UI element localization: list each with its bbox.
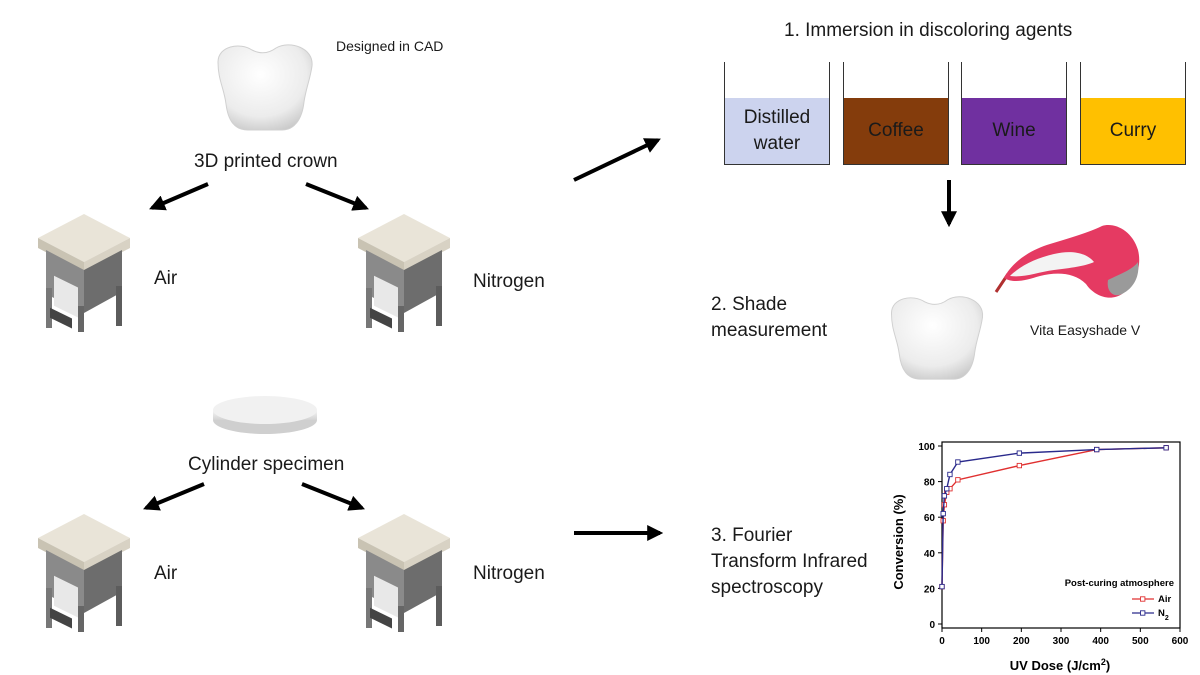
- conversion-chart: 0 100 200 300 400 500 600 0 20 40 60 80 100 Conversi…: [891, 441, 1189, 673]
- beaker-wine: Wine: [961, 62, 1067, 165]
- legend-label: N2: [1158, 608, 1169, 622]
- arrow-to-immersion: [573, 138, 661, 182]
- series-line-air: [941, 447, 1167, 587]
- chart-series: [939, 445, 1169, 590]
- crown-measured-icon: [890, 296, 984, 380]
- beaker-label: Curry: [1109, 120, 1157, 141]
- curing-unit-icon: [38, 214, 130, 332]
- y-tick-label: 20: [924, 584, 936, 595]
- data-point: [955, 459, 961, 465]
- x-tick-label: 200: [1013, 636, 1030, 647]
- arrow-cylinder-to-nitrogen: [301, 482, 365, 511]
- y-tick-label: 0: [929, 620, 935, 631]
- beaker-coffee: Coffee: [843, 62, 949, 165]
- cylinder-specimen-icon: [213, 396, 317, 434]
- curing-unit-icon: [358, 514, 450, 632]
- data-point: [947, 471, 953, 478]
- legend-marker: [1140, 610, 1146, 616]
- chart-ylabel: Conversion (%): [891, 494, 906, 589]
- device-label: Vita Easyshade V: [1030, 322, 1141, 338]
- beaker-label: Coffee: [868, 120, 924, 141]
- data-point: [1016, 450, 1022, 456]
- data-point: [939, 583, 945, 590]
- arrow-crown-to-air: [149, 182, 209, 211]
- beaker-liquid: Coffee: [844, 98, 948, 164]
- data-point: [944, 486, 950, 492]
- data-point: [941, 493, 948, 499]
- beaker-liquid: Distilled water: [725, 98, 829, 164]
- y-tick-label: 40: [924, 549, 936, 560]
- y-tick-label: 80: [924, 478, 936, 489]
- curing-unit-icon: [38, 514, 130, 632]
- beaker-label: Distilled water: [743, 107, 811, 154]
- x-tick-label: 400: [1092, 636, 1109, 647]
- x-tick-label: 500: [1132, 636, 1149, 647]
- y-tick-label: 60: [924, 513, 936, 524]
- top-nitrogen-label: Nitrogen: [473, 271, 545, 292]
- bottom-air-label: Air: [154, 563, 178, 584]
- crown-caption: Designed in CAD: [336, 38, 444, 54]
- beaker-distilled-water: Distilled water: [724, 62, 830, 165]
- beaker-liquid: Wine: [962, 98, 1066, 164]
- arrow-cylinder-to-air: [143, 482, 205, 511]
- y-tick-label: 100: [918, 442, 935, 453]
- data-point: [1094, 446, 1100, 453]
- legend-marker: [1140, 596, 1146, 602]
- x-tick-label: 0: [939, 636, 945, 647]
- legend-label: Air: [1158, 594, 1172, 605]
- series-line-n2: [941, 447, 1167, 587]
- curing-unit-icon: [358, 214, 450, 332]
- x-tick-label: 600: [1172, 636, 1189, 647]
- data-point: [940, 510, 946, 517]
- arrow-crown-to-nitrogen: [305, 182, 369, 211]
- top-air-label: Air: [154, 268, 178, 289]
- legend-title: Post-curing atmosphere: [1065, 578, 1174, 589]
- x-tick-label: 300: [1053, 636, 1070, 647]
- chart-axes: 0 100 200 300 400 500 600 0 20 40 60 80 100: [918, 441, 1189, 647]
- step3-label: 3. Fourier Transform Infrared spectrosco…: [711, 525, 868, 598]
- crown-top-icon: [217, 44, 313, 131]
- shade-device-icon: [994, 225, 1140, 298]
- data-point: [1016, 462, 1022, 469]
- beaker-liquid: Curry: [1081, 98, 1185, 164]
- step1-title: 1. Immersion in discoloring agents: [784, 20, 1073, 41]
- x-tick-label: 100: [973, 636, 990, 647]
- cylinder-label: Cylinder specimen: [188, 454, 345, 475]
- crown-label: 3D printed crown: [194, 151, 338, 172]
- step2-label: 2. Shade measurement: [711, 294, 828, 341]
- bottom-nitrogen-label: Nitrogen: [473, 563, 545, 584]
- data-point: [1163, 445, 1169, 451]
- beaker-label: Wine: [992, 120, 1036, 141]
- data-point: [955, 477, 961, 483]
- chart-xlabel: UV Dose (J/cm2): [1010, 657, 1110, 673]
- beaker-curry: Curry: [1080, 62, 1186, 165]
